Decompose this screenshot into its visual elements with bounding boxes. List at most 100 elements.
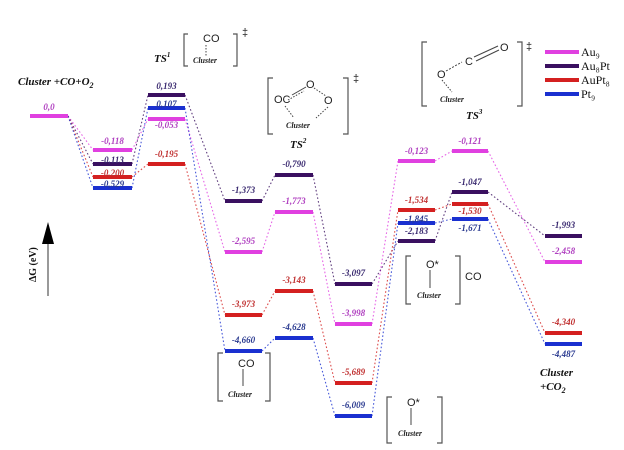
connector-Au8Pt-7 bbox=[434, 191, 453, 242]
connector-Au9-3 bbox=[184, 118, 226, 253]
end-state-label: Cluster bbox=[540, 367, 574, 379]
level-AuPt8-2 bbox=[148, 162, 185, 166]
legend-label-Au9: Au₉ bbox=[581, 45, 600, 59]
level-Pt9-3 bbox=[225, 349, 262, 353]
svg-text:Cluster: Cluster bbox=[193, 56, 218, 65]
connector-AuPt8-4 bbox=[261, 290, 276, 316]
connector-Au9-1 bbox=[67, 115, 94, 151]
svg-text:O: O bbox=[324, 95, 333, 107]
legend-label-AuPt8: AuPt₈ bbox=[581, 73, 610, 87]
level-Pt9-2 bbox=[148, 106, 185, 110]
value-label-AuPt8-6: -1,534 bbox=[405, 195, 429, 205]
value-label-Au8Pt-1: -0,113 bbox=[101, 155, 124, 165]
level-Pt9-6 bbox=[398, 221, 435, 225]
value-label-Au9-4: -1,773 bbox=[282, 196, 306, 206]
connector-AuPt8-2 bbox=[131, 163, 149, 178]
value-label-AuPt8-1: -0,200 bbox=[101, 168, 125, 178]
svg-text:CO: CO bbox=[203, 33, 220, 45]
level-Au8Pt-3 bbox=[225, 199, 262, 203]
level-Au9-1 bbox=[93, 148, 132, 152]
value-label-Au8Pt-7: -1,047 bbox=[458, 177, 482, 187]
value-label-Au9-6: -0,123 bbox=[405, 146, 429, 156]
value-label-Pt9-1: -0,529 bbox=[101, 179, 125, 189]
connector-Au8Pt-8 bbox=[487, 191, 546, 237]
value-label-Au8Pt-5: -3,097 bbox=[342, 268, 366, 278]
connector-Au9-6 bbox=[371, 160, 399, 325]
level-Au9-4 bbox=[275, 210, 313, 214]
svg-text:Cluster: Cluster bbox=[228, 390, 253, 399]
level-Au8Pt-5 bbox=[335, 282, 372, 286]
connector-Au9-5 bbox=[312, 211, 336, 325]
level-Au8Pt-4 bbox=[275, 173, 313, 177]
connector-Au8Pt-6 bbox=[371, 240, 399, 285]
connector-Pt9-8 bbox=[487, 218, 546, 345]
level-Au9-6 bbox=[398, 159, 435, 163]
connector-Pt9-4 bbox=[261, 337, 276, 352]
value-label-Pt9-8: -4,487 bbox=[552, 349, 576, 359]
svg-text:‡: ‡ bbox=[526, 41, 532, 53]
level-Pt9-7 bbox=[452, 217, 488, 221]
value-label-Au9-7: -0,121 bbox=[458, 136, 481, 146]
ts3-structure: O C O Cluster ‡ bbox=[421, 41, 532, 107]
co-adsorbed-structure: CO Cluster bbox=[217, 352, 271, 402]
connector-Au8Pt-5 bbox=[312, 174, 336, 285]
svg-text:Cluster: Cluster bbox=[286, 121, 311, 130]
connector-AuPt8-5 bbox=[312, 290, 336, 384]
value-label-Au9-3: -2,595 bbox=[232, 236, 256, 246]
level-Au9-0 bbox=[30, 114, 68, 118]
value-label-Pt9-2: 0,107 bbox=[156, 99, 177, 109]
connector-Au9-4 bbox=[261, 211, 276, 253]
svg-text:O: O bbox=[437, 69, 446, 81]
o-adsorbed-co-structure: O* Cluster CO bbox=[405, 255, 482, 305]
value-label-Au9-8: -2,458 bbox=[552, 246, 576, 256]
svg-text:Cluster: Cluster bbox=[398, 429, 423, 438]
level-Au9-2 bbox=[148, 117, 185, 121]
value-label-Pt9-4: -4,628 bbox=[282, 322, 306, 332]
ts1-structure: CO Cluster ‡ bbox=[183, 27, 248, 67]
level-AuPt8-8 bbox=[545, 331, 582, 335]
y-axis-arrow bbox=[42, 222, 54, 296]
level-AuPt8-6 bbox=[398, 208, 435, 212]
svg-text:O*: O* bbox=[407, 397, 421, 409]
ts2-structure: OC O O Cluster ‡ bbox=[267, 73, 359, 135]
legend-label-Pt9: Pt₉ bbox=[581, 87, 595, 101]
ts1-label: TS1 bbox=[154, 51, 170, 65]
connector-AuPt8-6 bbox=[371, 209, 399, 384]
level-Au8Pt-6 bbox=[398, 239, 435, 243]
value-label-Pt9-6: -1,845 bbox=[405, 214, 429, 224]
legend-swatch-AuPt8 bbox=[545, 78, 579, 82]
connector-Pt9-3 bbox=[184, 107, 226, 352]
svg-text:O: O bbox=[500, 42, 509, 54]
value-label-AuPt8-4: -3,143 bbox=[282, 275, 306, 285]
value-label-Au8Pt-3: -1,373 bbox=[232, 185, 256, 195]
connector-Pt9-6 bbox=[371, 222, 399, 417]
svg-text:OC: OC bbox=[274, 94, 291, 106]
value-label-Au9-2: -0,053 bbox=[155, 120, 179, 130]
connector-AuPt8-7 bbox=[434, 203, 453, 211]
value-label-AuPt8-3: -3,973 bbox=[232, 299, 256, 309]
svg-text:CO: CO bbox=[465, 271, 482, 283]
svg-text:C: C bbox=[465, 56, 473, 68]
value-label-Pt9-7: -1,671 bbox=[458, 223, 481, 233]
y-axis-label: ΔG (eV) bbox=[28, 247, 39, 282]
value-label-Au8Pt-4: -0,790 bbox=[282, 159, 306, 169]
level-Au8Pt-8 bbox=[545, 234, 582, 238]
value-label-AuPt8-5: -5,689 bbox=[342, 367, 366, 377]
connector-Pt9-5 bbox=[312, 337, 336, 417]
legend-swatch-Au8Pt bbox=[545, 64, 579, 68]
level-Au8Pt-7 bbox=[452, 190, 488, 194]
ts3-label: TS3 bbox=[466, 108, 483, 122]
value-label-Au8Pt-8: -1,993 bbox=[552, 220, 576, 230]
connector-lines bbox=[67, 94, 546, 417]
o-adsorbed-structure: O* Cluster bbox=[386, 396, 443, 444]
value-label-Pt9-5: -6,009 bbox=[342, 400, 366, 410]
start-state-label: Cluster +CO+O2 bbox=[18, 76, 94, 90]
end-state-label-line2: +CO2 bbox=[540, 381, 566, 395]
svg-text:Cluster: Cluster bbox=[440, 95, 465, 104]
level-AuPt8-4 bbox=[275, 289, 313, 293]
svg-text:O*: O* bbox=[426, 259, 440, 271]
svg-text:‡: ‡ bbox=[353, 73, 359, 85]
connector-Au8Pt-4 bbox=[261, 174, 276, 202]
